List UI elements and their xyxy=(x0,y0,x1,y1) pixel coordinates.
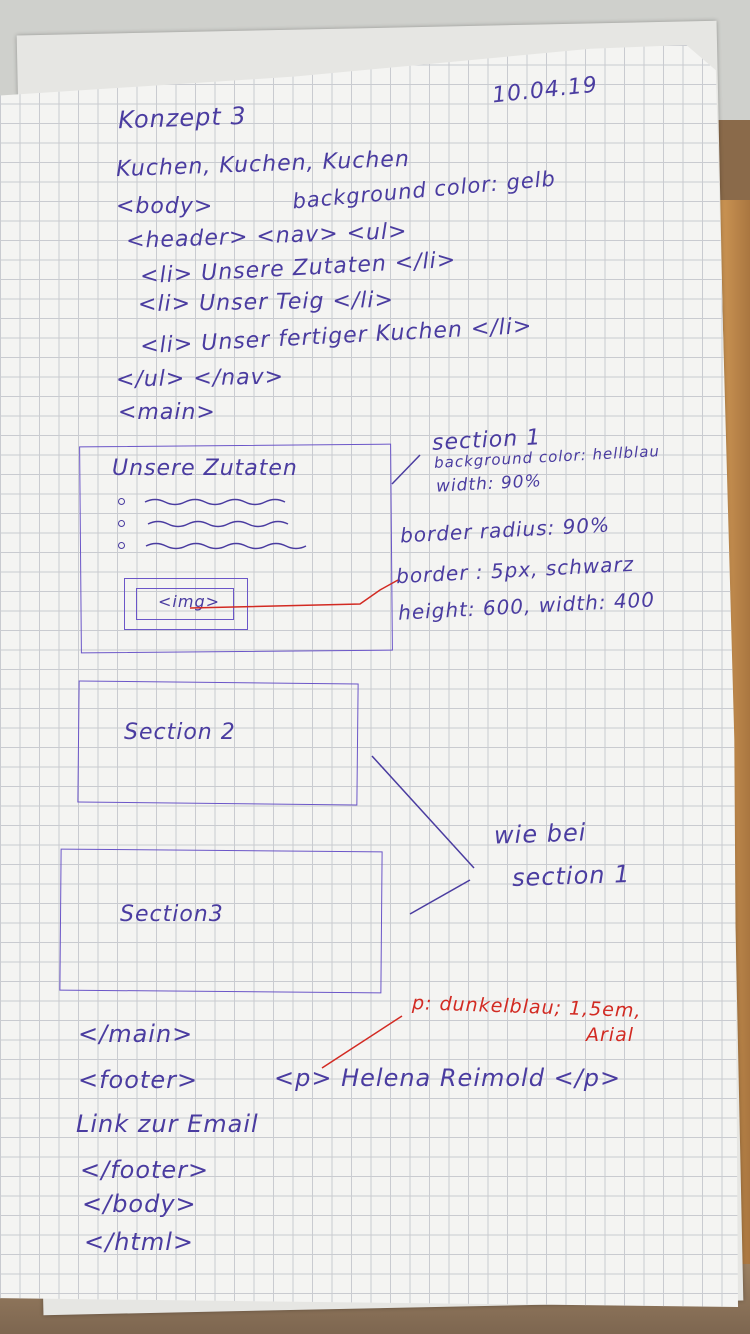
code-line-ul-nav: </ul> </nav> xyxy=(115,364,285,393)
code-line-footer-close: </footer> xyxy=(80,1156,210,1184)
img-label: <img> xyxy=(158,592,220,611)
section3-label: Section3 xyxy=(120,902,224,927)
code-line-body-close: </body> xyxy=(82,1190,197,1218)
code-line-main: <main> xyxy=(118,400,216,425)
bullet-icon xyxy=(118,542,125,549)
code-line-body: <body> xyxy=(116,194,214,219)
code-line-html-close: </html> xyxy=(84,1228,194,1256)
bullet-icon xyxy=(118,520,125,527)
same-as-note-line1: wie bei xyxy=(493,818,587,850)
code-line-main-close: </main> xyxy=(78,1020,194,1048)
code-line-paragraph: <p> Helena Reimold </p> xyxy=(274,1064,622,1092)
bullet-icon xyxy=(118,498,125,505)
p-style-note-line2: Arial xyxy=(586,1024,635,1046)
concept-title: Konzept 3 xyxy=(117,101,248,135)
code-line-li-teig: <li> Unser Teig </li> xyxy=(137,287,395,318)
code-line-footer: <footer> xyxy=(78,1066,199,1094)
code-line-email-link: Link zur Email xyxy=(76,1110,259,1138)
section1-title: Unsere Zutaten xyxy=(112,456,298,481)
section2-label: Section 2 xyxy=(124,720,236,745)
same-as-note-line2: section 1 xyxy=(511,859,631,893)
grid-paper-sheet xyxy=(0,45,738,1307)
